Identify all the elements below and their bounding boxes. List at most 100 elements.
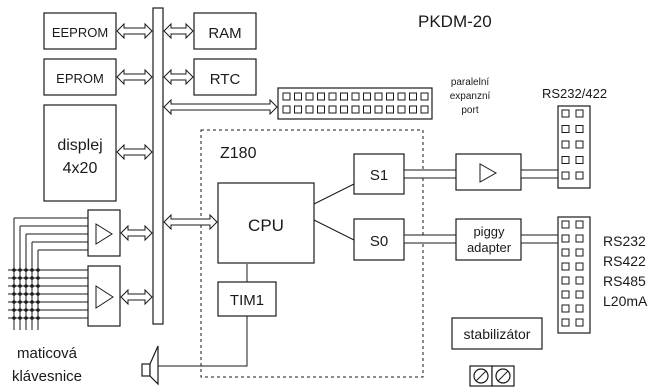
rtc-bus-arrow [163,68,194,86]
matrix-key-dot [18,300,22,304]
serial-options-connector [557,216,591,334]
matrix-key-dot [30,284,34,288]
port-pin [305,105,314,114]
power-terminal-icon [469,365,515,387]
rs232-422-label: RS232/422 [542,86,607,101]
stabilizer-block [451,317,543,350]
system-bus [152,7,164,325]
matrix-key-dot [12,284,16,288]
connector-pin [575,304,584,313]
matrix-key-dot [36,276,40,280]
timer-label: TIM1 [230,292,264,309]
z180-group [200,129,424,378]
port-label-line3: port [461,105,478,116]
port-pin [374,105,383,114]
matrix-key-dot [36,284,40,288]
z180-label: Z180 [220,145,257,162]
port-pin [340,92,348,101]
timer-speaker-link [158,316,248,367]
keyboard-matrix [8,217,88,330]
connector-pin [575,318,584,327]
matrix-key-dot [24,300,28,304]
port-pin [351,105,360,114]
connector-pin [561,276,570,285]
matrix-key-dot [18,276,22,280]
connector-pin [575,262,584,271]
matrix-key-dot [36,292,40,296]
matrix-key-dot [30,276,34,280]
matrix-key-dot [36,316,40,320]
connector-pin [561,248,570,257]
ram-block [193,12,257,50]
matrix-key-dot [24,316,28,320]
port-pin [317,105,325,114]
display-block [43,104,117,202]
matrix-key-dot [30,316,34,320]
port-pin [282,105,291,114]
driver-connector-link [520,169,560,179]
input-driver-bus-arrow [120,224,153,242]
connector-pin [575,290,584,299]
matrix-key-dot [36,300,40,304]
port-pin [420,105,429,114]
connector-pin [575,109,584,118]
stabilizer-label: stabilizátor [464,326,531,342]
connector-pin [561,262,570,271]
matrix-key-dot [30,308,34,312]
eprom-bus-arrow [116,68,153,86]
port-pin [282,92,291,101]
speaker-icon [141,345,159,386]
port-pin [374,92,383,101]
parallel-expansion-port [277,87,433,120]
eeprom-block [43,12,117,50]
matrix-key-dot [36,268,40,272]
serial-option-label: L20mA [603,293,648,309]
connector-pin [575,248,584,257]
eeprom-bus-arrow [116,22,153,40]
output-driver-bus-arrow [120,288,153,306]
port-pin [363,105,371,114]
connector-pin [561,220,570,229]
matrix-key-dot [24,268,28,272]
connector-pin [561,318,570,327]
connector-pin [561,171,570,180]
port-pin [397,92,406,101]
port-pin [328,92,337,101]
matrix-key-dot [24,308,28,312]
matrix-key-dot [12,316,16,320]
piggy-connector-link [520,234,560,244]
connector-pin [561,304,570,313]
serial1-block [353,153,405,195]
matrix-key-dot [24,276,28,280]
keyboard-label-line2: klávesnice [12,368,82,385]
matrix-key-dot [30,300,34,304]
ram-bus-arrow [163,22,194,40]
s1-driver-link [403,169,457,179]
port-pin [386,92,394,101]
serial-option-label: RS485 [603,273,646,289]
connector-pin [575,234,584,243]
matrix-key-dot [30,292,34,296]
port-pin [340,105,348,114]
connector-pin [575,171,584,180]
port-pin [305,92,314,101]
cpu-bus-arrow [163,213,218,231]
matrix-key-dot [18,268,22,272]
connector-pin [561,140,570,149]
port-pin [409,105,417,114]
matrix-key-dot [18,284,22,288]
connector-pin [575,276,584,285]
serial-option-label: RS232 [603,233,646,249]
display-bus-arrow [116,143,153,161]
matrix-key-dot [36,308,40,312]
cpu-label: CPU [248,216,284,235]
matrix-key-dot [24,284,28,288]
input-driver-triangle-icon [95,223,113,245]
rs232-422-connector [557,105,591,189]
cpu-s1-link [313,183,355,205]
cpu-block [217,182,315,264]
matrix-key-dot [18,308,22,312]
connector-pin [561,156,570,164]
connector-pin [561,109,570,118]
